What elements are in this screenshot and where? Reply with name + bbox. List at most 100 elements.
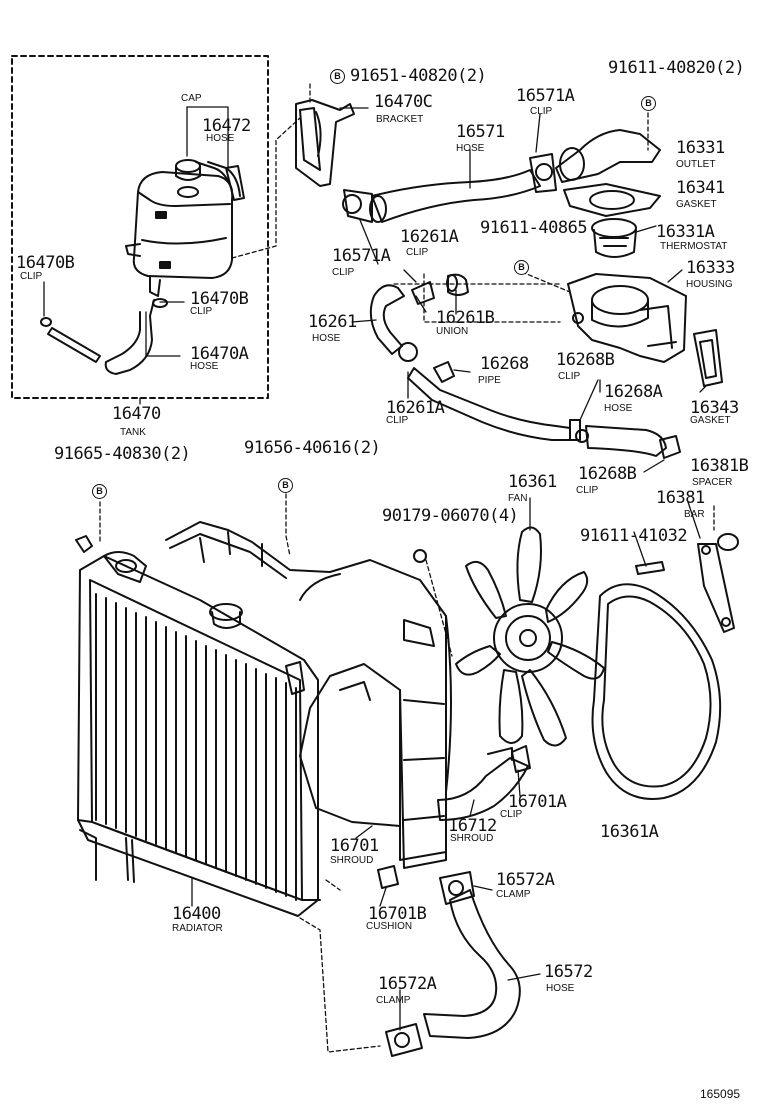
label-16268b-top-name: CLIP — [558, 371, 581, 382]
label-16268a: 16268A — [604, 382, 663, 402]
bolt-marker-icon: B — [278, 478, 293, 493]
label-90179-06070: 90179-06070(4) — [382, 506, 519, 526]
dashed-leaders — [99, 83, 715, 1053]
label-16472-name: HOSE — [206, 133, 235, 144]
radiator-drawing — [75, 535, 321, 917]
label-16261: 16261 — [308, 312, 357, 332]
label-16470c: 16470C — [374, 92, 433, 112]
label-16343: 16343 — [690, 398, 739, 418]
label-16268b-top: 16268B — [556, 350, 615, 370]
label-16361: 16361 — [508, 472, 557, 492]
label-91611-41032: 91611-41032 — [580, 526, 688, 546]
thermostat-housing-drawing — [567, 273, 687, 363]
label-16381: 16381 — [656, 488, 705, 508]
label-16341: 16341 — [676, 178, 725, 198]
label-leaders — [43, 106, 707, 1031]
fan-bar-drawing — [635, 533, 739, 633]
label-16261-name: HOSE — [312, 333, 341, 344]
bolt-marker-icon: B — [330, 69, 345, 84]
label-16470b-right-name: CLIP — [190, 306, 213, 317]
label-16712-name: SHROUD — [450, 833, 494, 844]
label-16701-name: SHROUD — [330, 855, 374, 866]
label-16470a-name: HOSE — [190, 361, 219, 372]
label-16331: 16331 — [676, 138, 725, 158]
label-16470: 16470 — [112, 404, 161, 424]
label-16571a-top: 16571A — [516, 86, 575, 106]
label-16572-name: HOSE — [546, 983, 575, 994]
label-16261a-bottom: 16261A — [386, 398, 445, 418]
label-16381b-name: SPACER — [692, 477, 733, 488]
label-16341-name: GASKET — [676, 199, 717, 210]
label-16400-name: RADIATOR — [172, 923, 223, 934]
label-16268a-name: HOSE — [604, 403, 633, 414]
pipe-hose-drawing — [575, 425, 681, 459]
fan-belt-drawing — [591, 583, 722, 800]
label-16571: 16571 — [456, 122, 505, 142]
label-16268b-bottom: 16268B — [578, 464, 637, 484]
label-16470b-left-name: CLIP — [20, 271, 43, 282]
bracket-drawing — [295, 99, 355, 187]
label-16333: 16333 — [686, 258, 735, 278]
label-91656-40616: 91656-40616(2) — [244, 438, 381, 458]
label-91611-40865: 91611-40865 — [480, 218, 588, 238]
label-91611-40820: 91611-40820(2) — [608, 58, 745, 78]
label-16333-name: HOUSING — [686, 279, 733, 290]
label-16571a-bottom-name: CLIP — [332, 267, 355, 278]
label-16361a: 16361A — [600, 822, 659, 842]
label-16572a-top-name: CLAMP — [496, 889, 531, 900]
lower-hose-drawing — [385, 871, 521, 1057]
label-16470-name: TANK — [120, 427, 146, 438]
label-16572: 16572 — [544, 962, 593, 982]
label-16572a-bottom-name: CLAMP — [376, 995, 411, 1006]
label-cap-name: CAP — [181, 93, 202, 104]
label-16381-name: BAR — [684, 509, 705, 520]
label-16470b-left: 16470B — [16, 253, 75, 273]
label-91651-40820: 91651-40820(2) — [350, 66, 487, 86]
label-16268b-bottom-name: CLIP — [576, 485, 599, 496]
label-16361-name: FAN — [508, 493, 528, 504]
label-16261b-name: UNION — [436, 326, 469, 337]
label-16343-name: GASKET — [690, 415, 731, 426]
label-16400: 16400 — [172, 904, 221, 924]
reservoir-tank-drawing — [40, 159, 245, 375]
figure-number: 165095 — [700, 1087, 741, 1101]
label-16701b: 16701B — [368, 904, 427, 924]
label-16381b: 16381B — [690, 456, 749, 476]
label-16701b-name: CUSHION — [366, 921, 413, 932]
label-91665-40830: 91665-40830(2) — [54, 444, 191, 464]
label-16572a-top: 16572A — [496, 870, 555, 890]
lower-shroud-drawing — [437, 745, 531, 821]
thermostat-drawing — [591, 218, 637, 258]
label-16268: 16268 — [480, 354, 529, 374]
label-16331a-name: THERMOSTAT — [660, 241, 728, 252]
housing-gasket-drawing — [693, 329, 723, 387]
label-16701a-name: CLIP — [500, 809, 523, 820]
label-16712: 16712 — [448, 816, 497, 836]
label-16571a-bottom: 16571A — [332, 246, 391, 266]
label-16701: 16701 — [330, 836, 379, 856]
label-16261b: 16261B — [436, 308, 495, 328]
cushion-drawing — [377, 865, 399, 889]
label-16261a-bottom-name: CLIP — [386, 415, 409, 426]
label-16701a: 16701A — [508, 792, 567, 812]
bolt-marker-icon: B — [641, 96, 656, 111]
fan-drawing — [413, 526, 605, 747]
water-outlet-drawing — [555, 129, 661, 217]
label-16331a: 16331A — [656, 222, 715, 242]
label-16261a-top: 16261A — [400, 227, 459, 247]
label-16572a-bottom: 16572A — [378, 974, 437, 994]
bolt-marker-icon: B — [92, 484, 107, 499]
label-16331-name: OUTLET — [676, 159, 716, 170]
label-16470c-name: BRACKET — [376, 114, 424, 125]
bolt-marker-icon: B — [514, 260, 529, 275]
label-16472: 16472 — [202, 116, 251, 136]
upper-shroud-drawing — [165, 521, 452, 869]
label-16261a-top-name: CLIP — [406, 247, 429, 258]
label-16571a-top-name: CLIP — [530, 106, 553, 117]
upper-hose-drawing — [342, 153, 557, 223]
label-16470b-right: 16470B — [190, 289, 249, 309]
label-16268-name: PIPE — [478, 375, 501, 386]
label-16470a: 16470A — [190, 344, 249, 364]
